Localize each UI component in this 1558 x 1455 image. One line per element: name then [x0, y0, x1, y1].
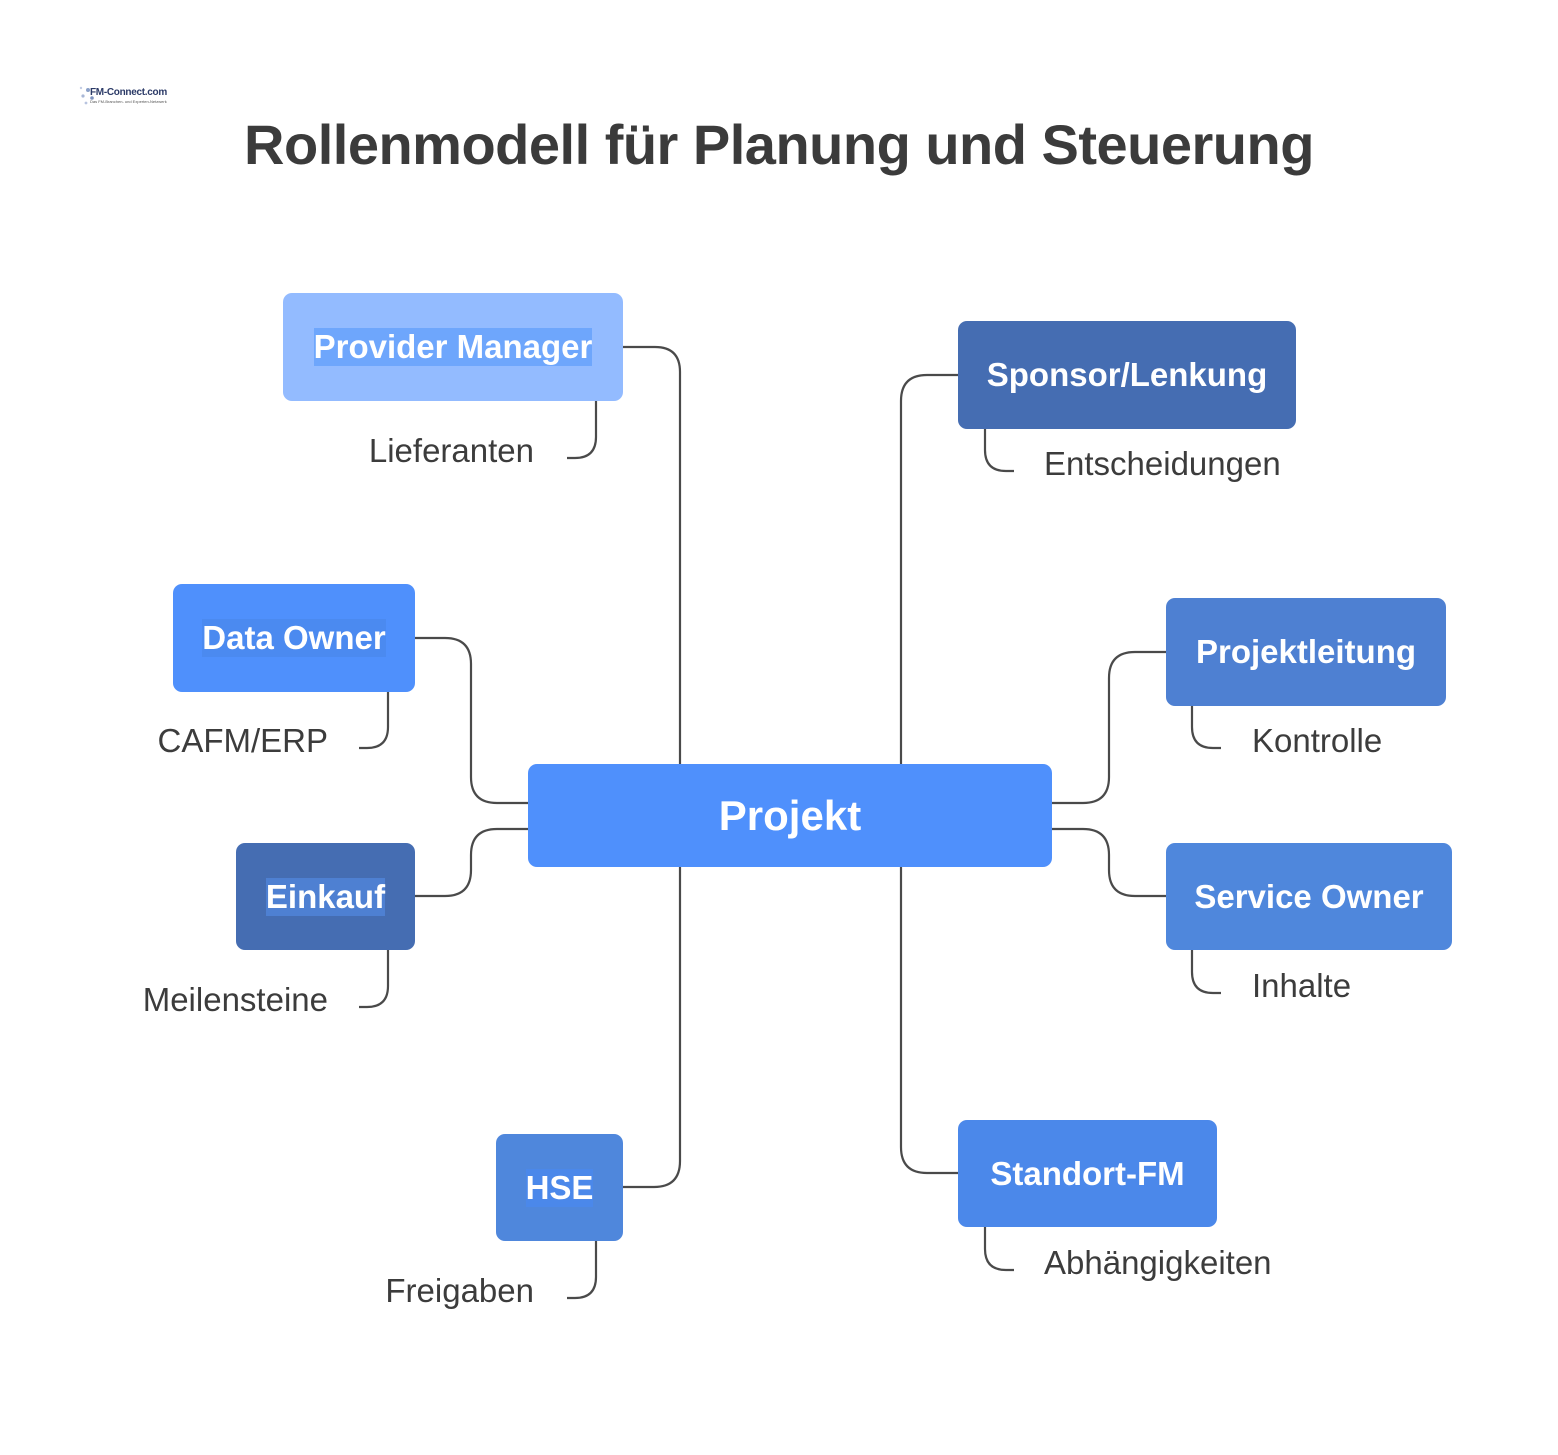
connector-sponsor [899, 373, 958, 765]
connector-projektleitung [1052, 650, 1166, 805]
sublabel-cafm-erp: CAFM/ERP [157, 722, 328, 759]
diagram-title: Rollenmodell für Planung und Steuerung [244, 113, 1314, 176]
sublabel-entscheidungen: Entscheidungen [1044, 445, 1281, 482]
hook-abhaengigkeiten [983, 1226, 1014, 1272]
hook-kontrolle [1190, 705, 1221, 750]
role-data-owner: Data Owner [173, 584, 415, 692]
role-label: Standort-FM [990, 1154, 1185, 1192]
hook-entscheidungen [983, 428, 1014, 473]
connector-einkauf [415, 827, 528, 898]
connector-standort-fm [899, 866, 958, 1175]
hook-meilensteine [359, 949, 390, 1009]
role-label: Provider Manager [313, 328, 593, 366]
role-standort-fm: Standort-FM [958, 1120, 1217, 1227]
sublabel-meilensteine: Meilensteine [142, 981, 328, 1018]
logo-icon [79, 86, 94, 105]
role-label: HSE [525, 1168, 594, 1207]
sublabel-kontrolle: Kontrolle [1252, 722, 1383, 759]
hook-inhalte [1190, 949, 1221, 995]
sublabel-abhaengigkeiten: Abhängigkeiten [1044, 1244, 1272, 1281]
role-service-owner: Service Owner [1166, 843, 1452, 950]
role-label: Data Owner [202, 619, 386, 657]
hook-cafm-erp [359, 691, 390, 750]
sublabel-lieferanten: Lieferanten [368, 432, 534, 469]
role-hse: HSE [496, 1134, 623, 1241]
fm-connect-logo: FM-Connect.com Das FM-Branchen- und Expe… [78, 78, 167, 112]
center-label: Projekt [718, 791, 862, 839]
sublabel-freigaben: Freigaben [385, 1272, 534, 1309]
role-label: Projektleitung [1195, 633, 1417, 670]
hook-freigaben [567, 1240, 598, 1300]
logo-text: FM-Connect.com [90, 87, 167, 98]
hook-lieferanten [567, 400, 598, 460]
connector-hse [623, 866, 682, 1189]
role-label: Einkauf [265, 877, 386, 916]
role-projektleitung: Projektleitung [1166, 598, 1446, 706]
logo-tagline: Das FM-Branchen- und Experten-Netzwerk [90, 99, 167, 104]
role-label: Sponsor/Lenkung [986, 356, 1268, 393]
role-sponsor-lenkung: Sponsor/Lenkung [958, 321, 1296, 429]
role-provider-manager: Provider Manager [283, 293, 623, 401]
connector-service-owner [1052, 827, 1166, 898]
connector-data-owner [415, 636, 528, 805]
sublabel-inhalte: Inhalte [1252, 967, 1352, 1004]
center-node-projekt: Projekt [528, 764, 1052, 867]
connector-provider-manager [623, 345, 682, 765]
role-einkauf: Einkauf [236, 843, 415, 950]
role-label: Service Owner [1194, 877, 1424, 915]
